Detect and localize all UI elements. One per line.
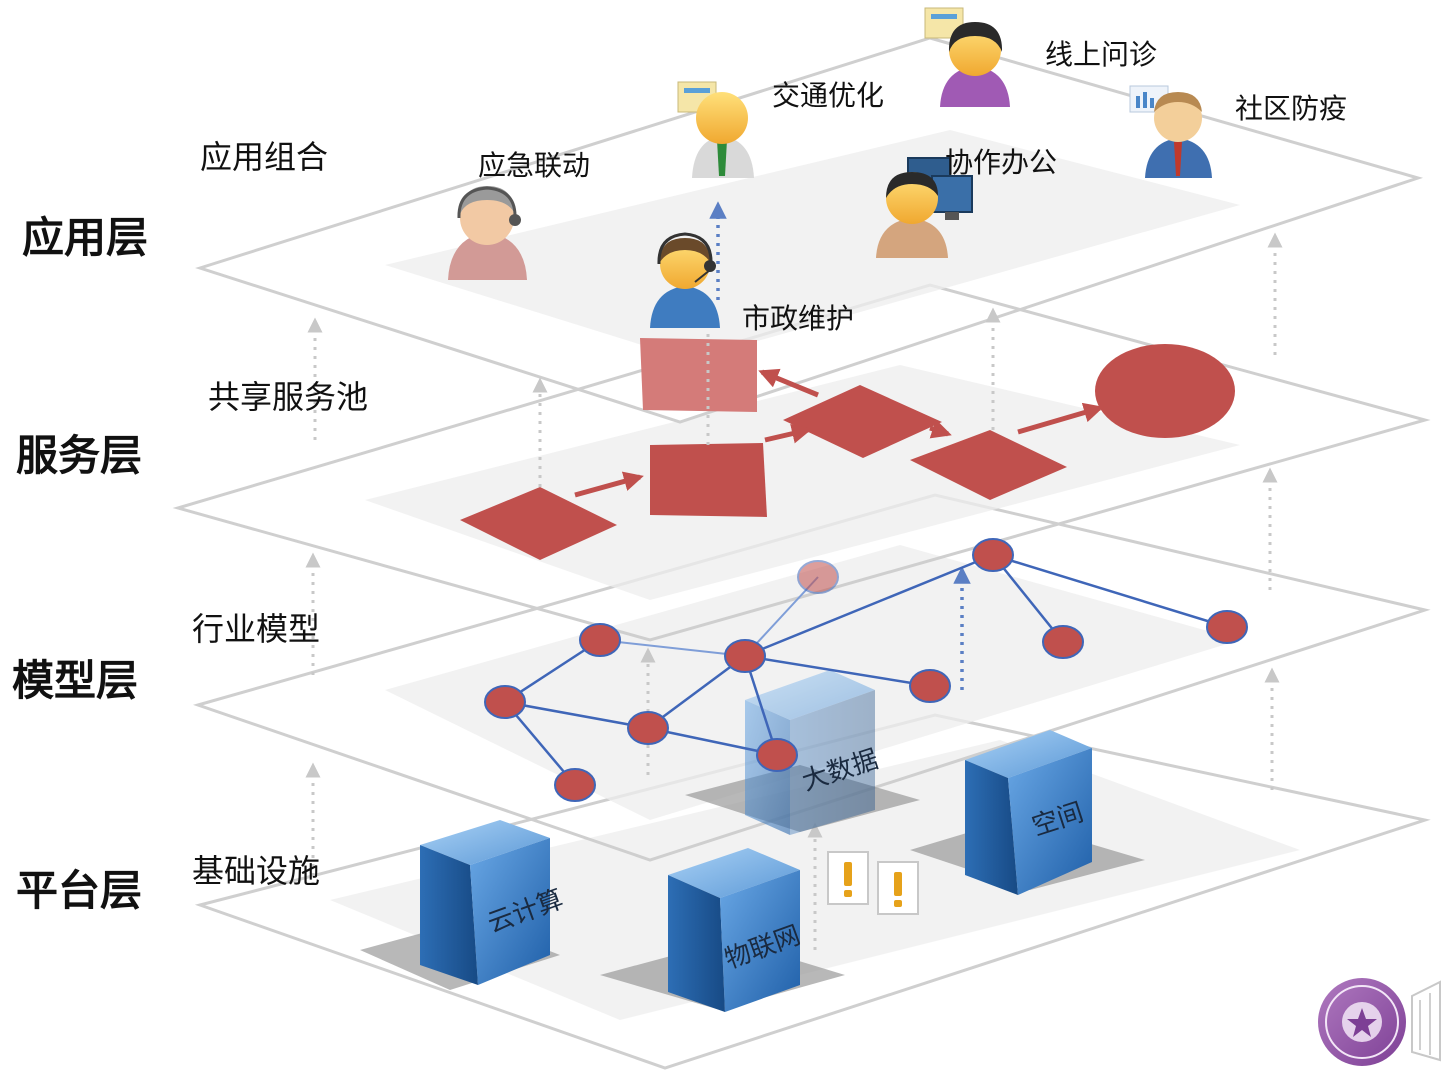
app-label-traffic: 交通优化 [772,79,884,112]
service-diamond [460,487,617,560]
service-ellipse [1095,344,1235,438]
box-big-data [745,670,875,835]
layer-title-application: 应用层 [22,213,148,262]
person-headset-icon [650,232,720,328]
network-node [554,768,596,802]
network-node [579,623,621,657]
person-icon [924,7,1010,107]
service-flow-arrows [574,368,1104,498]
sublabel-application: 应用组合 [200,138,328,176]
app-label-community: 社区防疫 [1235,92,1347,125]
service-square [650,443,767,517]
service-diamond [910,430,1067,500]
sublabel-model: 行业模型 [192,610,320,648]
network-node [1042,625,1084,659]
service-shapes [460,338,1235,560]
app-label-municipal: 市政维护 [742,302,854,335]
network-node [484,685,526,719]
app-label-emergency: 应急联动 [478,149,590,182]
layer-title-service: 服务层 [16,431,142,480]
person-icon [677,81,754,178]
network-node [756,738,798,772]
service-diamond [783,385,942,458]
plane-application [195,36,1424,424]
warning-sign-icon [877,861,919,915]
box-iot [668,848,800,1012]
sublabel-platform: 基础设施 [192,852,320,890]
network-node [797,560,839,594]
model-network-nodes [484,538,1248,802]
warning-sign-icon [827,851,869,905]
vertical-connectors [305,201,1283,950]
person-headset-icon [448,186,527,280]
sublabel-service: 共享服务池 [208,378,368,416]
university-seal-icon [1318,978,1441,1066]
network-node [1206,610,1248,644]
network-node [909,669,951,703]
person-icon [1129,85,1212,178]
app-label-online-consult: 线上问诊 [1045,38,1157,71]
service-square-faded [640,338,757,412]
box-space [965,730,1092,895]
network-node [627,711,669,745]
layer-title-platform: 平台层 [16,866,142,915]
app-label-collaboration: 协作办公 [945,146,1057,179]
box-cloud-computing [420,820,550,985]
layer-title-model: 模型层 [12,656,138,705]
network-node [724,639,766,673]
person-icon [876,172,948,258]
network-node [972,538,1014,572]
